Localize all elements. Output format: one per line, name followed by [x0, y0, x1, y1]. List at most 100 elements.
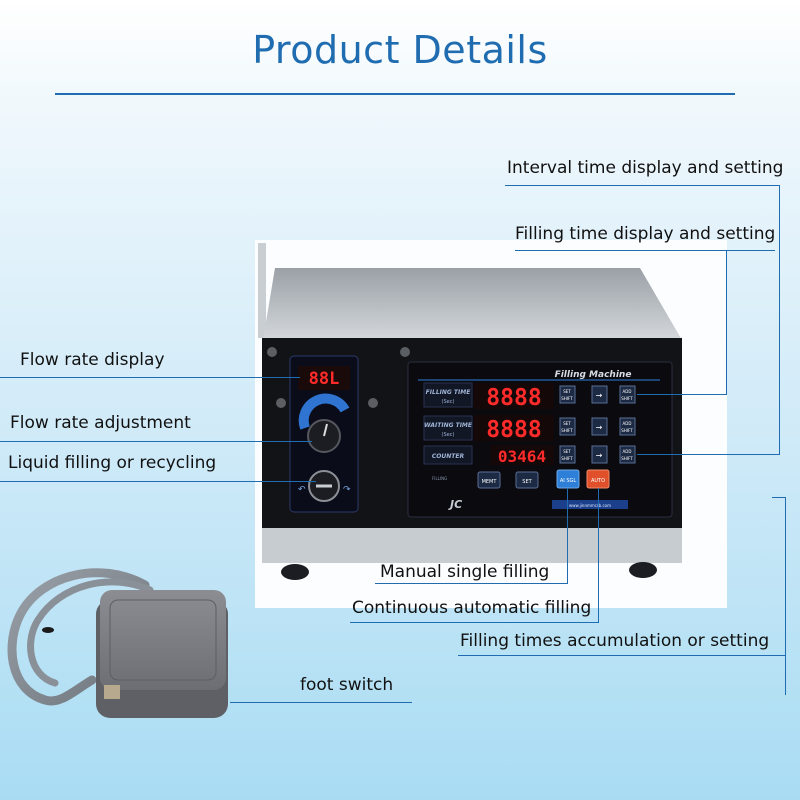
- shift-button-label: SHIFT: [621, 396, 633, 401]
- leader-line-interval: [637, 454, 780, 455]
- counter-set-button[interactable]: [559, 445, 576, 464]
- machine-foot-left: [281, 564, 309, 580]
- leader-line-filling-times: [772, 497, 786, 498]
- manual-single-button[interactable]: [556, 469, 580, 489]
- row-label-box: [423, 382, 473, 408]
- waiting-time-set-button[interactable]: [559, 417, 576, 436]
- screw-icon: [400, 347, 410, 357]
- label-continuous-automatic-filling: Continuous automatic filling: [352, 598, 592, 618]
- filling-time-set-button[interactable]: [559, 385, 576, 404]
- machine-base-plate: [262, 528, 682, 563]
- manual-button-label: AI SGL: [560, 478, 577, 484]
- leader-line-filling-times: [458, 655, 786, 656]
- leader-line-filling-times: [785, 497, 786, 695]
- rotate-right-icon: ↷: [343, 485, 351, 495]
- leader-line-continuous-auto: [350, 622, 599, 623]
- screw-icon: [267, 347, 277, 357]
- knob-indicator: [323, 423, 328, 437]
- brand-label: Filling Machine: [555, 370, 632, 380]
- leader-line-flow-adjust: [0, 441, 312, 442]
- brand-logo: JC: [448, 498, 462, 511]
- set-button[interactable]: [515, 471, 539, 489]
- foot-switch-cable: [7, 568, 150, 706]
- filling-time-unit: (Sec): [442, 399, 455, 405]
- counter-value: 03464: [498, 447, 546, 466]
- waiting-time-unit: (Sec): [442, 432, 455, 438]
- row-label-box: [423, 415, 473, 441]
- leader-line-filling-time: [637, 394, 727, 395]
- leader-line-liquid-filling: [0, 481, 316, 482]
- machine-top: [263, 268, 682, 340]
- waiting-time-value: 8888: [486, 417, 541, 443]
- add-button-label: ADD: [623, 389, 632, 394]
- flow-dial-arc: [298, 393, 350, 430]
- machine-foot-right: [629, 562, 657, 578]
- set-button-label: SET: [522, 479, 532, 485]
- leader-line-manual-single: [567, 488, 568, 584]
- memt-button[interactable]: [477, 471, 501, 489]
- row-label-box: [423, 445, 473, 465]
- label-filling-times: Filling times accumulation or setting: [460, 631, 770, 651]
- cable-tie: [42, 627, 54, 633]
- title-underline: [55, 93, 735, 95]
- memt-button-label: MEMT: [482, 479, 498, 485]
- counter-arrow-button[interactable]: [591, 445, 608, 464]
- shift-button-label: SHIFT: [561, 428, 573, 433]
- leader-line-interval: [779, 185, 780, 455]
- flow-rate-display-value: 88L: [309, 369, 340, 389]
- label-liquid-filling: Liquid filling or recycling: [8, 453, 217, 473]
- screw-icon: [368, 398, 378, 408]
- filling-time-arrow-button[interactable]: [591, 385, 608, 404]
- set-button-label: SET: [563, 421, 571, 426]
- label-flow-rate-adjustment: Flow rate adjustment: [10, 413, 191, 433]
- leader-line-filling-time: [515, 250, 775, 251]
- counter-display: [490, 445, 554, 465]
- right-arrow-icon: →: [596, 451, 603, 460]
- leader-line-filling-time: [726, 250, 727, 395]
- auto-button-label: AUTO: [591, 478, 605, 484]
- pedal-hinge: [104, 685, 120, 699]
- label-interval-time: Interval time display and setting: [507, 158, 784, 178]
- row-waiting-time: WAITING TIME (Sec) 8888 SET SHIFT → ADD …: [423, 415, 636, 443]
- filling-time-value: 8888: [486, 385, 541, 411]
- flow-rate-display-screen: [298, 366, 350, 390]
- foot-switch: [7, 568, 228, 718]
- website-url: www.jinnmmcrb.com: [569, 503, 611, 508]
- leader-line-interval: [505, 185, 780, 186]
- foot-switch-pedal[interactable]: [100, 590, 226, 690]
- rotate-left-icon: ↶: [298, 485, 306, 495]
- filling-time-label: FILLING TIME: [426, 389, 472, 396]
- leader-line-foot-switch: [230, 702, 412, 703]
- label-manual-single-filling: Manual single filling: [380, 562, 550, 582]
- waiting-time-add-button[interactable]: [619, 417, 636, 436]
- filling-label: FILLING: [432, 476, 447, 481]
- url-strip: [552, 500, 628, 509]
- add-button-label: ADD: [623, 421, 632, 426]
- pipe: [258, 243, 266, 338]
- shift-button-label: SHIFT: [621, 428, 633, 433]
- shift-button-label: SHIFT: [561, 456, 573, 461]
- set-button-label: SET: [563, 449, 571, 454]
- set-button-label: SET: [563, 389, 571, 394]
- shift-button-label: SHIFT: [561, 396, 573, 401]
- foot-switch-cable: [27, 578, 154, 687]
- counter-add-button[interactable]: [619, 445, 636, 464]
- filling-time-display: [474, 383, 554, 409]
- leader-line-flow-display: [0, 377, 300, 378]
- label-filling-time: Filling time display and setting: [515, 224, 776, 244]
- add-button-label: ADD: [623, 449, 632, 454]
- flow-control-column: 88L ↶ ↷: [289, 355, 359, 513]
- screw-icon: [276, 398, 286, 408]
- leader-line-continuous-auto: [598, 488, 599, 623]
- pedal-texture: [109, 599, 217, 681]
- waiting-time-arrow-button[interactable]: [591, 417, 608, 436]
- row-filling-time: FILLING TIME (Sec) 8888 SET SHIFT → ADD …: [423, 382, 636, 411]
- main-control-panel: Filling Machine FILLING TIME (Sec) 8888 …: [407, 361, 673, 518]
- filling-time-add-button[interactable]: [619, 385, 636, 404]
- right-arrow-icon: →: [596, 391, 603, 400]
- label-foot-switch: foot switch: [300, 675, 394, 695]
- counter-label: COUNTER: [432, 453, 465, 460]
- waiting-time-display: [474, 415, 554, 441]
